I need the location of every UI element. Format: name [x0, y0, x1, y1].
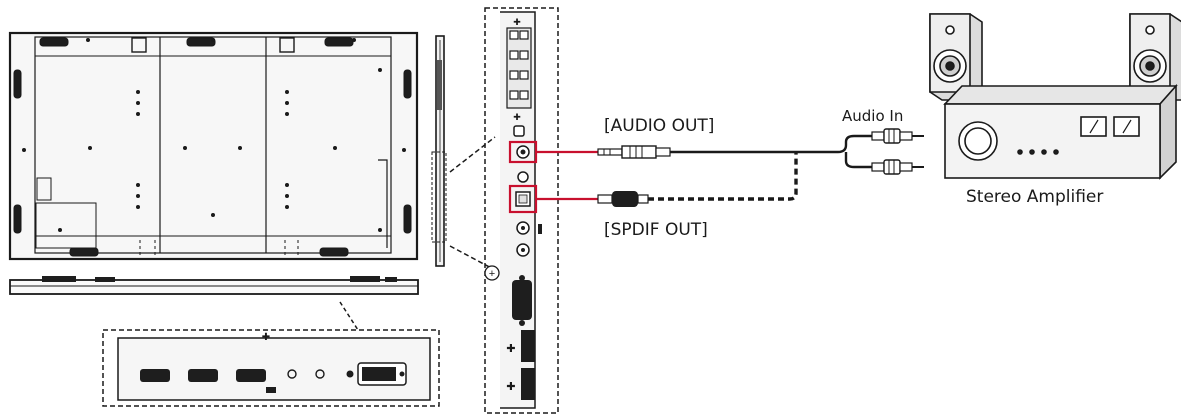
svg-text:✚: ✚: [506, 381, 515, 393]
io-callout-leader: [449, 245, 496, 271]
audio-in-plugs: [871, 128, 924, 175]
screw-icon: [287, 369, 354, 379]
bottom-ports-callout: ✚: [102, 301, 440, 407]
amplifier-icon: [943, 83, 1178, 180]
svg-text:+: +: [489, 268, 495, 280]
speaker-terminal-icon: [506, 27, 532, 109]
hdmi-port-icon: [140, 369, 266, 382]
display-side-profile: [431, 35, 447, 267]
display-bottom-profile: [9, 276, 419, 295]
svg-text:✚: ✚: [506, 343, 515, 355]
svg-text:✚: ✚: [262, 332, 270, 343]
io-callout-leader: [449, 136, 496, 173]
audio-out-label: [AUDIO OUT]: [604, 116, 714, 136]
display-rear-panel: [8, 31, 419, 261]
audio-in-label: Audio In: [842, 107, 903, 125]
displayport-icon: ✚ ✚: [506, 330, 535, 400]
svg-text:✚: ✚: [513, 17, 521, 27]
svg-text:✚: ✚: [513, 112, 521, 122]
speaker-icon: [929, 13, 983, 101]
vga-port-icon: [512, 275, 532, 326]
dvi-port-icon: [357, 362, 407, 386]
spdif-out-cable: [536, 152, 798, 207]
speaker-icon: [1129, 13, 1181, 101]
side-io-panel: ✚ ✚ +: [484, 7, 559, 414]
audio-out-cable: [536, 134, 872, 169]
amplifier-label: Stereo Amplifier: [966, 187, 1103, 207]
spdif-out-label: [SPDIF OUT]: [604, 220, 708, 240]
